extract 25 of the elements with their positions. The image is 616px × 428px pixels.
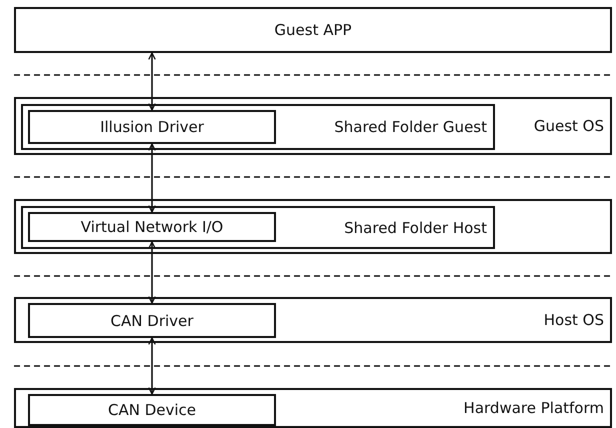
layer-band (14, 297, 612, 343)
double-arrow (148, 52, 156, 111)
component-label: Guest APP (274, 21, 352, 39)
component-box (21, 206, 495, 249)
component-label: Virtual Network I/O (80, 218, 224, 236)
double-arrow (148, 241, 156, 304)
layer-label: Shared Folder Guest (334, 118, 487, 136)
component-label: CAN Device (108, 401, 196, 419)
component-label: CAN Driver (110, 312, 194, 330)
component-box (21, 104, 495, 150)
layer-label: Host OS (544, 311, 604, 329)
component-box (28, 212, 276, 242)
layer-box (14, 7, 612, 53)
layer-band (14, 199, 612, 254)
component-label: Illusion Driver (100, 118, 204, 136)
component-box (28, 110, 276, 144)
double-arrow (148, 143, 156, 213)
layer-label: Hardware Platform (464, 399, 604, 417)
layer-label: Shared Folder Host (344, 218, 487, 236)
component-box (28, 394, 276, 426)
layer-band (14, 388, 612, 428)
double-arrow (148, 337, 156, 395)
component-box (28, 303, 276, 338)
layer-band (14, 97, 612, 155)
layer-label: Guest OS (534, 117, 604, 135)
